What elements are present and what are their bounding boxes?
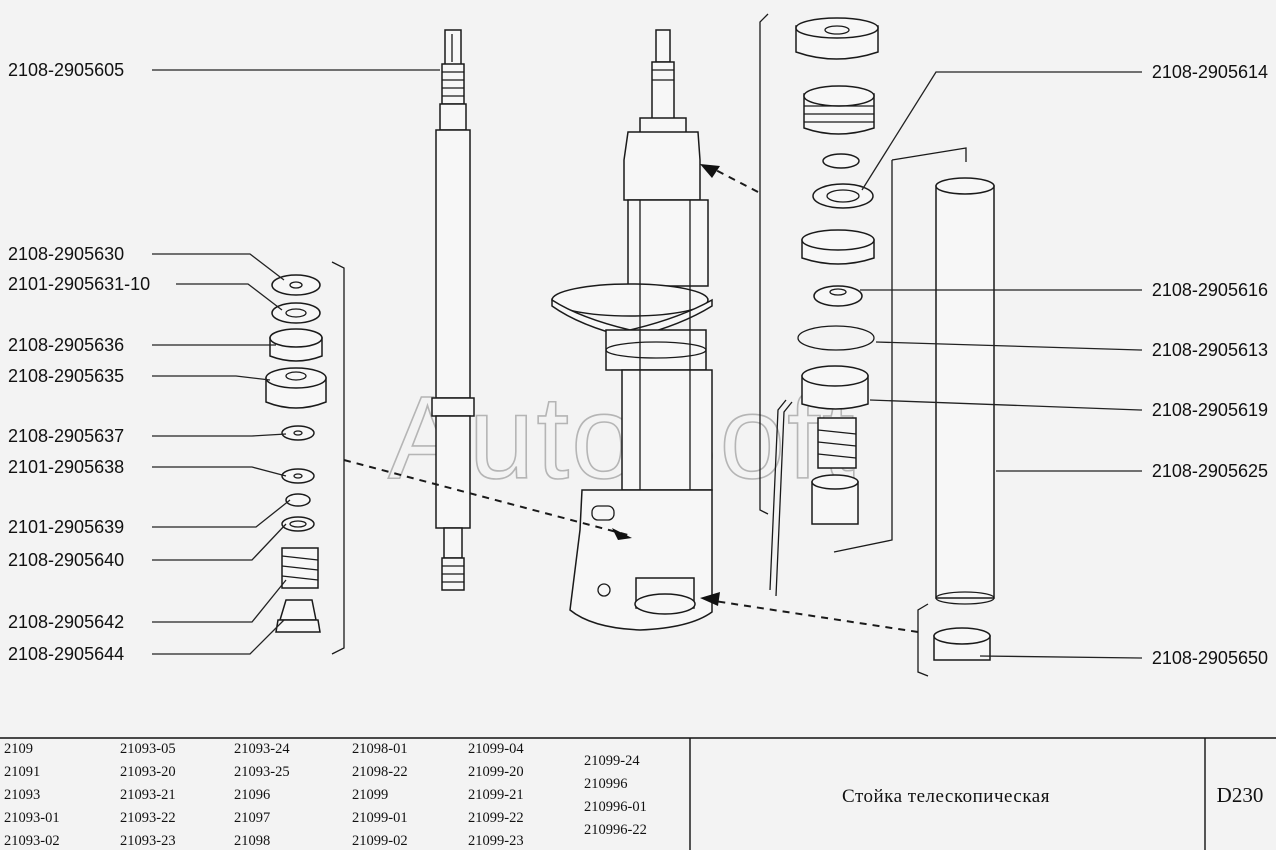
- left-callouts: 2108-2905605 2108-2905630 2101-2905631-10 2…: [8, 60, 440, 664]
- callout-label-right: 2108-2905616: [1152, 280, 1268, 300]
- model-code: 21099-21: [468, 787, 524, 803]
- page-code: D230: [1217, 783, 1264, 807]
- leader-line: [176, 283, 283, 311]
- right-callouts: 2108-2905614 2108-2905616 2108-2905613 2108…: [860, 62, 1268, 668]
- model-code: 21093-20: [120, 764, 176, 780]
- model-code: 21099-20: [468, 764, 524, 780]
- model-code: 21098: [234, 833, 270, 849]
- model-code: 21098-01: [352, 741, 408, 757]
- callout-label-left: 2108-2905640: [8, 550, 124, 570]
- assembly-arrows: [343, 164, 919, 633]
- leader-line: [869, 399, 1142, 411]
- strut-assembly-drawing: [551, 29, 713, 631]
- model-code: 21093-24: [234, 741, 290, 757]
- callout-label-right: 2108-2905650: [1152, 648, 1268, 668]
- callout-label-left: 2101-2905631-10: [8, 274, 150, 294]
- model-code: 21093-22: [120, 810, 176, 826]
- model-code: 21099: [352, 787, 388, 803]
- model-code: 21096: [234, 787, 270, 803]
- leader-line: [152, 253, 285, 281]
- model-code: 21091: [4, 764, 40, 780]
- model-code: 210996-01: [584, 799, 647, 815]
- callout-label-left: 2108-2905630: [8, 244, 124, 264]
- callout-label-left: 2108-2905637: [8, 426, 124, 446]
- leader-line: [152, 499, 291, 528]
- callout-label-right: 2108-2905613: [1152, 340, 1268, 360]
- model-code: 21093-23: [120, 833, 176, 849]
- model-code: 21099-22: [468, 810, 524, 826]
- callout-label-right: 2108-2905625: [1152, 461, 1268, 481]
- model-code: 210996: [584, 776, 628, 792]
- callout-label-left: 2101-2905639: [8, 517, 124, 537]
- model-code: 2109: [4, 741, 33, 757]
- model-code: 21093-25: [234, 764, 290, 780]
- model-code: 21099-23: [468, 833, 524, 849]
- model-code: 21093-21: [120, 787, 176, 803]
- model-code: 21093-01: [4, 810, 60, 826]
- model-code: 210996-22: [584, 822, 647, 838]
- model-code: 21097: [234, 810, 270, 826]
- callout-label-left: 2108-2905636: [8, 335, 124, 355]
- callout-label-left: 2108-2905605: [8, 60, 124, 80]
- leader-line: [152, 466, 287, 477]
- model-code: 21093-05: [120, 741, 176, 757]
- model-code: 21099-04: [468, 741, 524, 757]
- callout-label-left: 2108-2905644: [8, 644, 124, 664]
- callout-label-right: 2108-2905619: [1152, 400, 1268, 420]
- page-title: Стойка телескопическая: [842, 786, 1050, 807]
- callout-label-left: 2101-2905638: [8, 457, 124, 477]
- model-code: 21093: [4, 787, 40, 803]
- model-code: 21099-24: [584, 753, 640, 769]
- model-code: 21093-02: [4, 833, 60, 849]
- leader-line: [152, 433, 287, 437]
- leader-line: [152, 523, 287, 561]
- leader-line: [861, 71, 1142, 191]
- info-block: 2109 21091 21093 21093-01 21093-02 21093-05 21…: [0, 737, 1276, 850]
- assembly-brackets: [331, 13, 967, 677]
- top-mount-and-bearing-drawing: [795, 17, 879, 525]
- leader-line: [979, 655, 1142, 659]
- model-code: 21099-02: [352, 833, 408, 849]
- piston-rod-drawing: [431, 29, 475, 591]
- callout-label-right: 2108-2905614: [1152, 62, 1268, 82]
- model-code: 21098-22: [352, 764, 408, 780]
- leader-line: [152, 579, 287, 623]
- applicable-models-table: 2109 21091 21093 21093-01 21093-02 21093-05 21…: [4, 741, 647, 849]
- callout-label-left: 2108-2905642: [8, 612, 124, 632]
- leader-line: [875, 341, 1142, 351]
- callout-label-left: 2108-2905635: [8, 366, 124, 386]
- dust-cover-tube-drawing: [933, 177, 995, 661]
- model-code: 21099-01: [352, 810, 408, 826]
- leader-line: [152, 619, 285, 655]
- leader-line: [152, 375, 271, 381]
- washers-and-bumpers-drawing: [265, 274, 327, 633]
